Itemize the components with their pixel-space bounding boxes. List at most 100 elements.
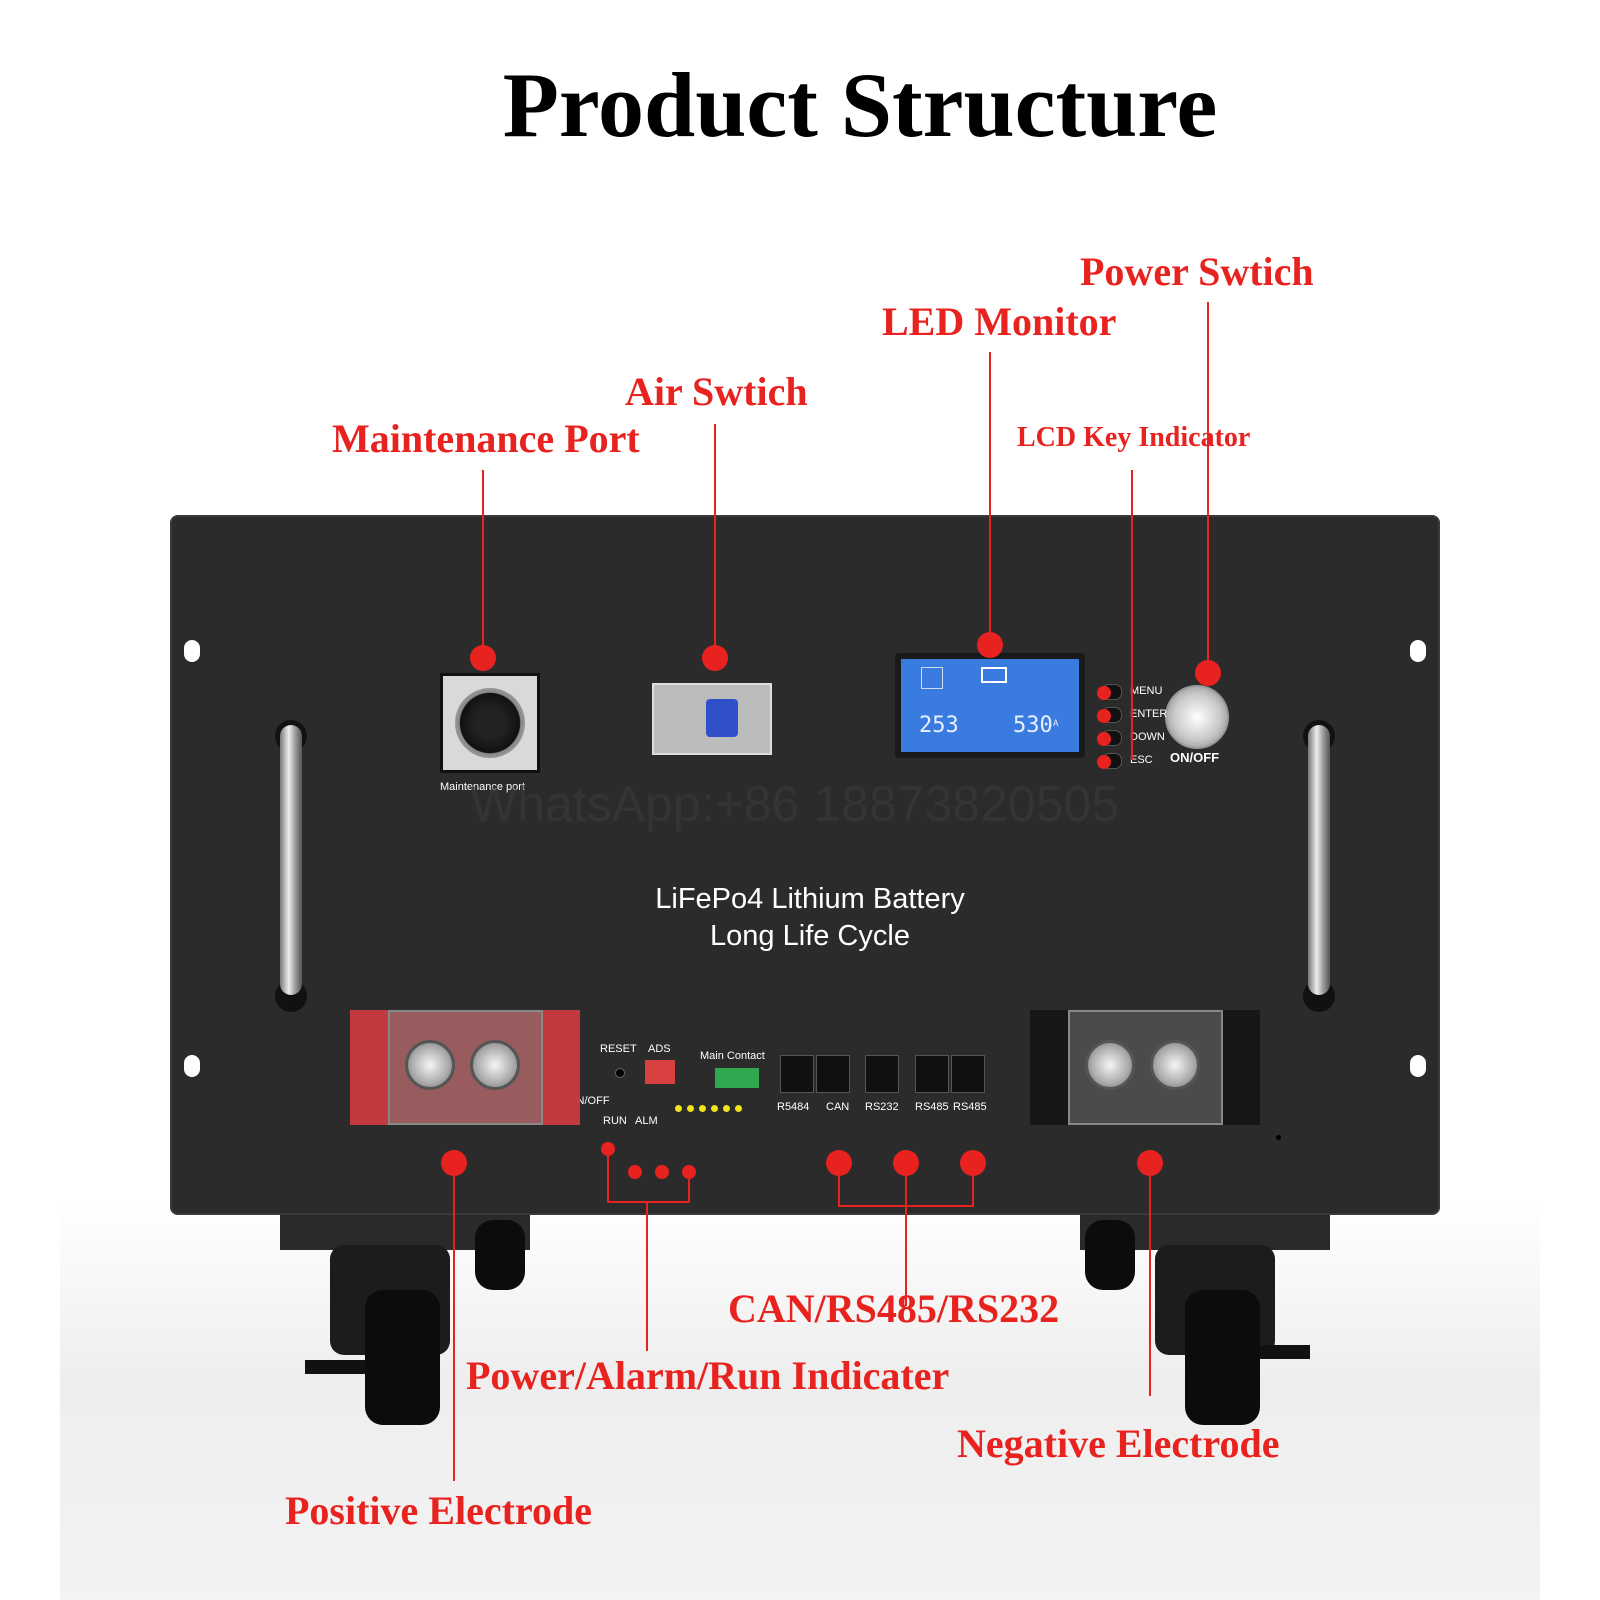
- terminal-bolt: [1085, 1040, 1135, 1090]
- onoff-switch-label: ON/OFF: [1170, 750, 1220, 765]
- callout-marker: [1097, 686, 1111, 700]
- rs485-port[interactable]: [951, 1055, 985, 1093]
- left-front-wheel: [365, 1290, 440, 1425]
- callout-marker: [1097, 709, 1111, 723]
- menu-key-label: MENU: [1130, 685, 1163, 697]
- lcd-monitor: 253 530 A: [895, 653, 1085, 758]
- connector-socket-icon: [455, 688, 525, 758]
- right-front-wheel: [1185, 1290, 1260, 1425]
- port-label: RS232: [865, 1101, 899, 1113]
- callout-marker: [1097, 732, 1111, 746]
- rs485-port[interactable]: [915, 1055, 949, 1093]
- rs232-port[interactable]: [865, 1055, 899, 1093]
- ads-label: ADS: [648, 1043, 671, 1055]
- product-name-line2: Long Life Cycle: [710, 920, 910, 952]
- terminal-bolt: [470, 1040, 520, 1090]
- port-label: R5484: [777, 1101, 810, 1113]
- mount-hole: [1410, 640, 1426, 662]
- callout-maintenance-port: Maintenance Port: [332, 416, 640, 461]
- leader-line: [482, 470, 484, 660]
- esc-key-label: ESC: [1130, 754, 1153, 766]
- main-contact-label: Main Contact: [700, 1050, 765, 1062]
- callout-lcd-key-indicator: LCD Key Indicator: [1017, 422, 1251, 453]
- callout-negative-electrode: Negative Electrode: [957, 1421, 1280, 1466]
- leader-line: [453, 1176, 455, 1481]
- mount-hole: [1410, 1055, 1426, 1077]
- leader-line: [607, 1156, 609, 1202]
- callout-air-switch: Air Swtich: [625, 369, 808, 414]
- callout-marker: [977, 632, 1003, 658]
- lcd-right-value: 530: [1013, 713, 1053, 738]
- positive-terminal[interactable]: [350, 1010, 580, 1125]
- soc-led: [723, 1105, 730, 1112]
- leader-line: [1207, 302, 1209, 672]
- lcd-screen: 253 530 A: [901, 659, 1079, 752]
- callout-marker: [702, 645, 728, 671]
- page-title: Product Structure: [502, 54, 1218, 156]
- indicator-hole: [1276, 1135, 1281, 1140]
- down-key-label: DOWN: [1130, 731, 1165, 743]
- leader-line: [838, 1176, 840, 1206]
- run-label: RUN: [603, 1115, 627, 1127]
- whatsapp-watermark: WhatsApp:+86 18873820505: [470, 776, 1120, 832]
- callout-led-monitor: LED Monitor: [882, 299, 1117, 344]
- leader-line: [972, 1176, 974, 1206]
- leader-line: [989, 352, 991, 642]
- port-label: RS485: [953, 1101, 987, 1113]
- lcd-left-value: 253: [919, 713, 959, 738]
- mount-hole: [184, 640, 200, 662]
- ads-dip-switch[interactable]: [645, 1060, 675, 1084]
- soc-led: [687, 1105, 694, 1112]
- main-contact-terminal[interactable]: [715, 1068, 759, 1088]
- can-port[interactable]: [816, 1055, 850, 1093]
- air-switch-toggle[interactable]: [706, 699, 738, 737]
- callout-marker: [628, 1165, 642, 1179]
- callout-marker: [470, 645, 496, 671]
- port-label: RS485: [915, 1101, 949, 1113]
- callout-comm-ports: CAN/RS485/RS232: [728, 1286, 1060, 1331]
- rs485-port[interactable]: [780, 1055, 814, 1093]
- leader-line: [714, 424, 716, 659]
- leader-line: [688, 1179, 690, 1202]
- callout-marker: [1137, 1150, 1163, 1176]
- terminal-bolt: [405, 1040, 455, 1090]
- leader-line: [1131, 470, 1133, 760]
- negative-terminal[interactable]: [1030, 1010, 1260, 1125]
- callout-indicators: Power/Alarm/Run Indicater: [466, 1353, 950, 1398]
- power-switch-button[interactable]: [1165, 685, 1229, 749]
- maintenance-port-label: Maintenance port: [440, 781, 525, 793]
- reset-button[interactable]: [615, 1068, 625, 1078]
- terminal-bolt: [1150, 1040, 1200, 1090]
- callout-positive-electrode: Positive Electrode: [285, 1488, 592, 1533]
- callout-marker: [893, 1150, 919, 1176]
- left-rear-wheel: [475, 1220, 525, 1290]
- reset-label: RESET: [600, 1043, 637, 1055]
- right-rear-wheel: [1085, 1220, 1135, 1290]
- right-brake-pedal: [1260, 1345, 1310, 1359]
- left-handle[interactable]: [280, 725, 302, 995]
- callout-marker: [1097, 755, 1111, 769]
- leader-line: [646, 1201, 648, 1351]
- port-label: CAN: [826, 1101, 850, 1113]
- floor-background: [60, 1200, 1540, 1600]
- maintenance-port-connector[interactable]: [440, 673, 540, 773]
- left-brake-pedal: [305, 1360, 365, 1374]
- callout-marker: [682, 1165, 696, 1179]
- enter-key-label: ENTER: [1130, 708, 1168, 720]
- alm-label: ALM: [635, 1115, 658, 1127]
- callout-marker: [960, 1150, 986, 1176]
- callout-marker: [601, 1142, 615, 1156]
- soc-led: [735, 1105, 742, 1112]
- soc-led: [699, 1105, 706, 1112]
- right-handle[interactable]: [1308, 725, 1330, 995]
- leader-line: [1149, 1176, 1151, 1396]
- callout-marker: [441, 1150, 467, 1176]
- callout-marker: [826, 1150, 852, 1176]
- mount-hole: [184, 1055, 200, 1077]
- leader-line: [905, 1176, 907, 1306]
- soc-led: [711, 1105, 718, 1112]
- soc-led: [675, 1105, 682, 1112]
- callout-marker: [655, 1165, 669, 1179]
- lcd-battery-icon: [981, 667, 1007, 683]
- air-switch[interactable]: [652, 683, 772, 755]
